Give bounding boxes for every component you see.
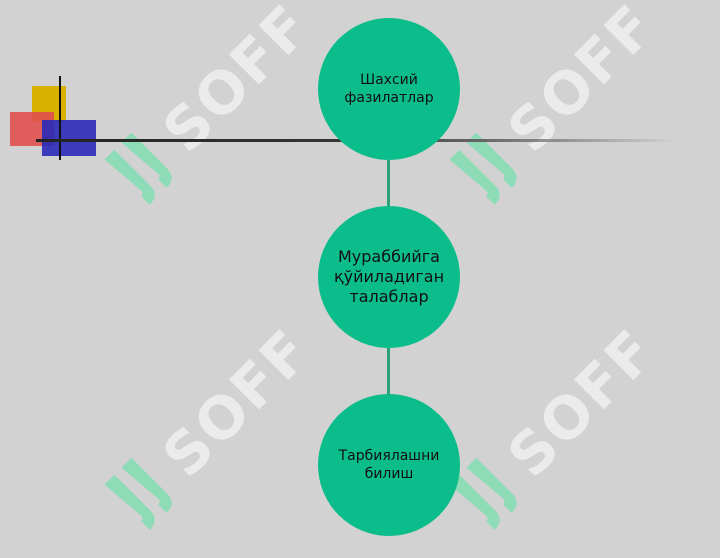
colored-squares-logo-icon [10, 76, 96, 160]
watermark-text: SOFF [494, 316, 669, 491]
node-personal-qualities: Шахсий фазилатлар [318, 18, 460, 160]
slide: SOFF SOFF SOFF SOFF Шахсий фазилатлар Му [10, 0, 676, 536]
watermark: SOFF [427, 0, 669, 233]
watermark-text: SOFF [149, 316, 324, 491]
connector-center-bottom [387, 348, 390, 394]
node-upbringing-knowledge: Тарбиялашни билиш [318, 394, 460, 536]
watermark: SOFF [82, 316, 324, 558]
soff-logo-icon [104, 457, 172, 530]
watermark: SOFF [82, 0, 324, 233]
node-mentor-requirements: Мураббийга қўйиладиган талаблар [318, 206, 460, 348]
watermark: SOFF [427, 316, 669, 558]
connector-top-center [387, 160, 390, 206]
soff-logo-icon [449, 132, 517, 205]
